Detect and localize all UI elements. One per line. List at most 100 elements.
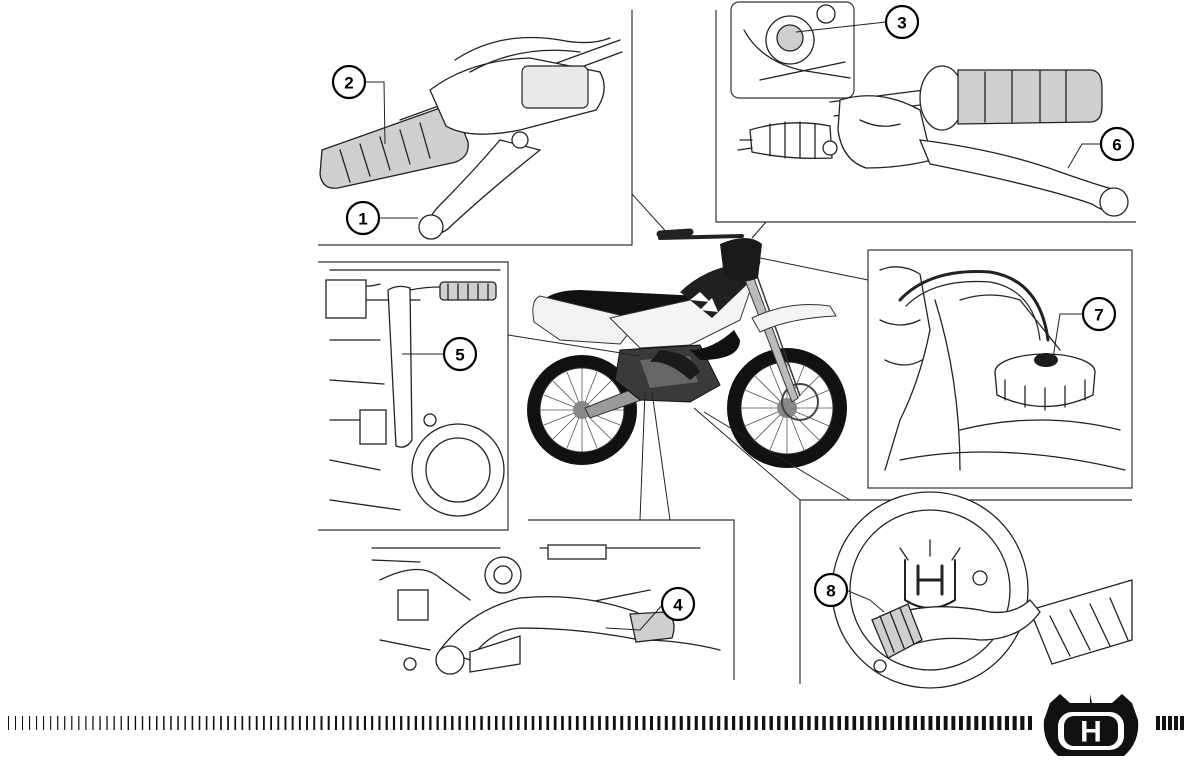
tick-mark xyxy=(149,716,150,730)
tick-mark xyxy=(1020,716,1024,730)
tick-mark xyxy=(328,716,330,730)
svg-text:3: 3 xyxy=(897,14,906,33)
tick-mark xyxy=(539,716,542,730)
tick-mark xyxy=(1005,716,1009,730)
tick-mark xyxy=(378,716,380,730)
tick-mark xyxy=(853,716,857,730)
tick-mark xyxy=(170,716,172,730)
tick-mark xyxy=(747,716,750,730)
tick-mark xyxy=(156,716,158,730)
motorcycle-illustration xyxy=(527,232,847,468)
tick-mark xyxy=(717,716,720,730)
tick-mark xyxy=(234,716,236,730)
panel-gear-shift xyxy=(800,492,1132,688)
panel-fuel-tank xyxy=(868,250,1132,488)
tick-mark xyxy=(777,716,780,730)
tick-mark xyxy=(313,716,315,730)
tick-mark xyxy=(680,716,683,730)
tick-mark xyxy=(43,716,44,730)
tick-mark xyxy=(770,716,773,730)
tick-mark xyxy=(944,716,948,730)
tick-mark xyxy=(364,716,366,730)
panel-right-handlebar xyxy=(716,2,1136,222)
tick-mark xyxy=(277,716,279,730)
tick-mark xyxy=(429,716,431,730)
tick-mark xyxy=(85,716,86,730)
tick-mark xyxy=(1013,716,1017,730)
rear-brake-pedal xyxy=(388,282,496,447)
tick-mark xyxy=(830,716,834,730)
tick-mark xyxy=(50,716,51,730)
tick-mark xyxy=(78,716,79,730)
tick-mark xyxy=(807,716,811,730)
tick-mark xyxy=(606,716,609,730)
tick-mark xyxy=(982,716,986,730)
footpeg xyxy=(1030,580,1132,664)
tick-mark xyxy=(437,716,439,730)
tick-mark xyxy=(444,716,446,730)
tick-mark xyxy=(554,716,557,730)
tick-mark xyxy=(732,716,735,730)
tick-mark xyxy=(206,716,208,730)
tick-mark xyxy=(951,716,955,730)
tick-mark xyxy=(643,716,646,730)
tick-mark xyxy=(22,716,23,730)
tick-mark xyxy=(299,716,301,730)
tick-mark xyxy=(815,716,819,730)
tick-mark xyxy=(177,716,179,730)
tick-mark xyxy=(57,716,58,730)
tick-mark xyxy=(561,716,564,730)
tick-mark xyxy=(227,716,229,730)
tick-mark xyxy=(576,716,579,730)
tick-mark xyxy=(997,716,1001,730)
tick-mark xyxy=(672,716,675,730)
callout-5: 5 xyxy=(402,338,476,370)
tick-mark xyxy=(263,716,265,730)
tick-mark xyxy=(613,716,616,730)
tick-mark xyxy=(510,716,513,730)
tick-mark xyxy=(929,716,933,730)
tick-mark xyxy=(1168,716,1172,730)
tick-mark xyxy=(657,716,660,730)
svg-text:1: 1 xyxy=(358,210,367,229)
tick-mark xyxy=(913,716,917,730)
tick-mark xyxy=(620,716,623,730)
tick-mark xyxy=(532,716,535,730)
tick-mark xyxy=(710,716,713,730)
tick-mark xyxy=(142,716,143,730)
tick-mark xyxy=(546,716,549,730)
tick-mark xyxy=(285,716,287,730)
tick-mark xyxy=(837,716,841,730)
tick-mark xyxy=(342,716,344,730)
tick-mark xyxy=(959,716,963,730)
tick-mark xyxy=(488,716,491,730)
tick-mark xyxy=(725,716,728,730)
tick-mark xyxy=(114,716,115,730)
tick-mark xyxy=(249,716,251,730)
tick-mark xyxy=(598,716,601,730)
husqvarna-h-logo: H xyxy=(1032,694,1152,756)
tick-mark xyxy=(822,716,826,730)
tick-mark xyxy=(800,716,804,730)
tick-mark xyxy=(650,716,653,730)
tick-mark xyxy=(400,716,402,730)
tick-mark xyxy=(890,716,894,730)
tick-mark xyxy=(785,716,788,730)
tick-mark xyxy=(687,716,690,730)
tick-mark xyxy=(860,716,864,730)
tick-mark xyxy=(921,716,925,730)
tick-mark xyxy=(256,716,258,730)
tick-mark xyxy=(936,716,940,730)
tick-mark xyxy=(71,716,72,730)
tick-mark xyxy=(8,716,9,730)
tick-mark xyxy=(502,716,505,730)
tick-mark xyxy=(1174,716,1178,730)
tick-mark xyxy=(386,716,388,730)
svg-text:5: 5 xyxy=(455,346,464,365)
tick-mark xyxy=(665,716,668,730)
svg-text:2: 2 xyxy=(344,74,353,93)
tick-mark xyxy=(220,716,222,730)
tick-mark xyxy=(407,716,409,730)
tick-mark xyxy=(36,716,37,730)
